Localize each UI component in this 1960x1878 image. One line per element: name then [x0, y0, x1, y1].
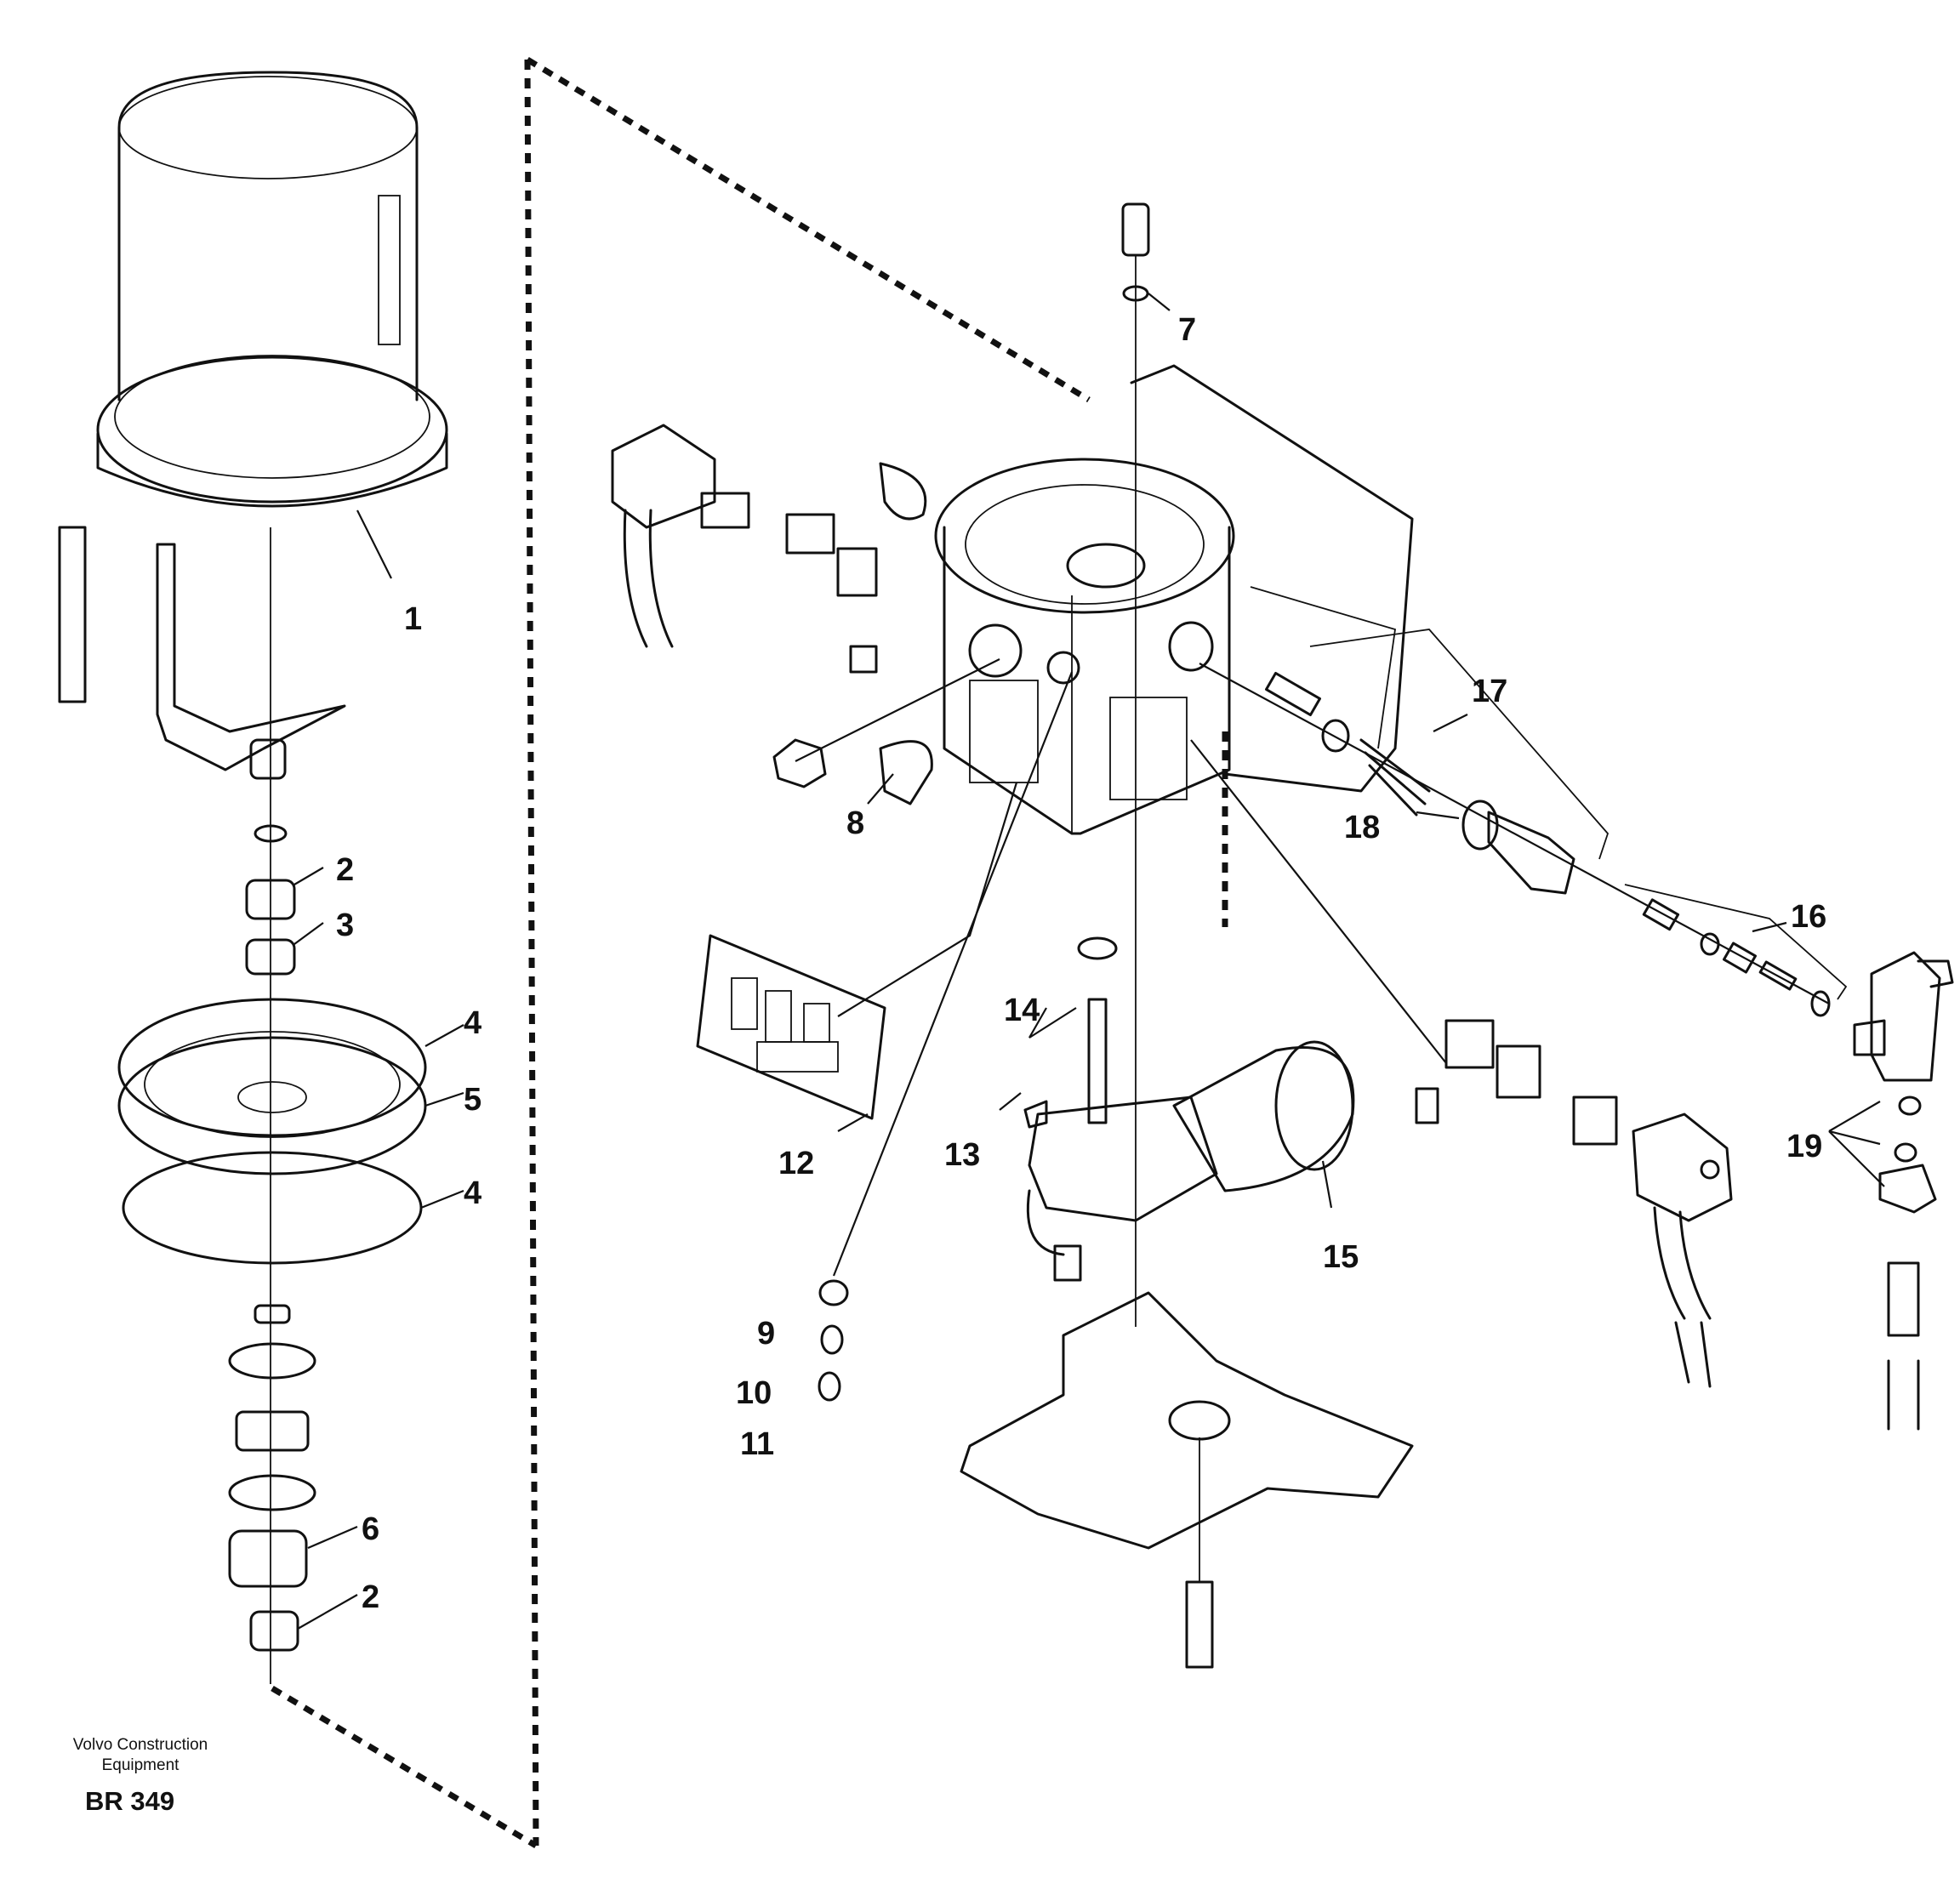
- callout-leader-lines: [293, 293, 1885, 1630]
- reservoir-assembly: [58, 71, 448, 1684]
- callout-17: 17: [1472, 674, 1507, 709]
- right-connector-assembly: [1190, 739, 1733, 1388]
- callout-4a: 4: [464, 1005, 481, 1041]
- company-caption: Volvo Construction Equipment: [34, 1735, 247, 1776]
- pump-housing-assembly: [934, 202, 1414, 1327]
- callout-13: 13: [944, 1137, 980, 1173]
- company-line-2: Equipment: [101, 1756, 179, 1774]
- company-line-1: Volvo Construction: [72, 1736, 208, 1754]
- callout-11: 11: [740, 1426, 774, 1462]
- callout-15: 15: [1323, 1239, 1359, 1275]
- callout-6: 6: [362, 1511, 379, 1547]
- callout-2b: 2: [362, 1579, 379, 1615]
- callout-4b: 4: [464, 1175, 481, 1211]
- base-plate: [960, 1291, 1414, 1669]
- callout-16: 16: [1791, 899, 1826, 935]
- callout-5: 5: [464, 1082, 481, 1118]
- callout-14: 14: [1004, 993, 1040, 1028]
- callout-8: 8: [846, 805, 864, 841]
- callout-19: 19: [1786, 1129, 1822, 1164]
- circuit-board: [696, 934, 886, 1120]
- small-fittings: [818, 1279, 849, 1402]
- callout-1: 1: [404, 601, 422, 637]
- callout-7: 7: [1178, 312, 1196, 348]
- pump-element-assembly: [1199, 629, 1848, 1017]
- callout-2a: 2: [336, 852, 354, 888]
- elbow-fitting: [1853, 951, 1954, 1431]
- callout-18: 18: [1344, 810, 1380, 845]
- callout-12: 12: [778, 1146, 814, 1181]
- callout-3: 3: [336, 908, 354, 943]
- assembly-boundary-dashed: [271, 57, 1228, 1849]
- callout-10: 10: [736, 1375, 772, 1411]
- motor-assembly: [1023, 936, 1355, 1282]
- drawing-code: BR 349: [85, 1786, 175, 1816]
- callout-9: 9: [757, 1316, 775, 1352]
- left-connector-assembly: [611, 424, 1000, 805]
